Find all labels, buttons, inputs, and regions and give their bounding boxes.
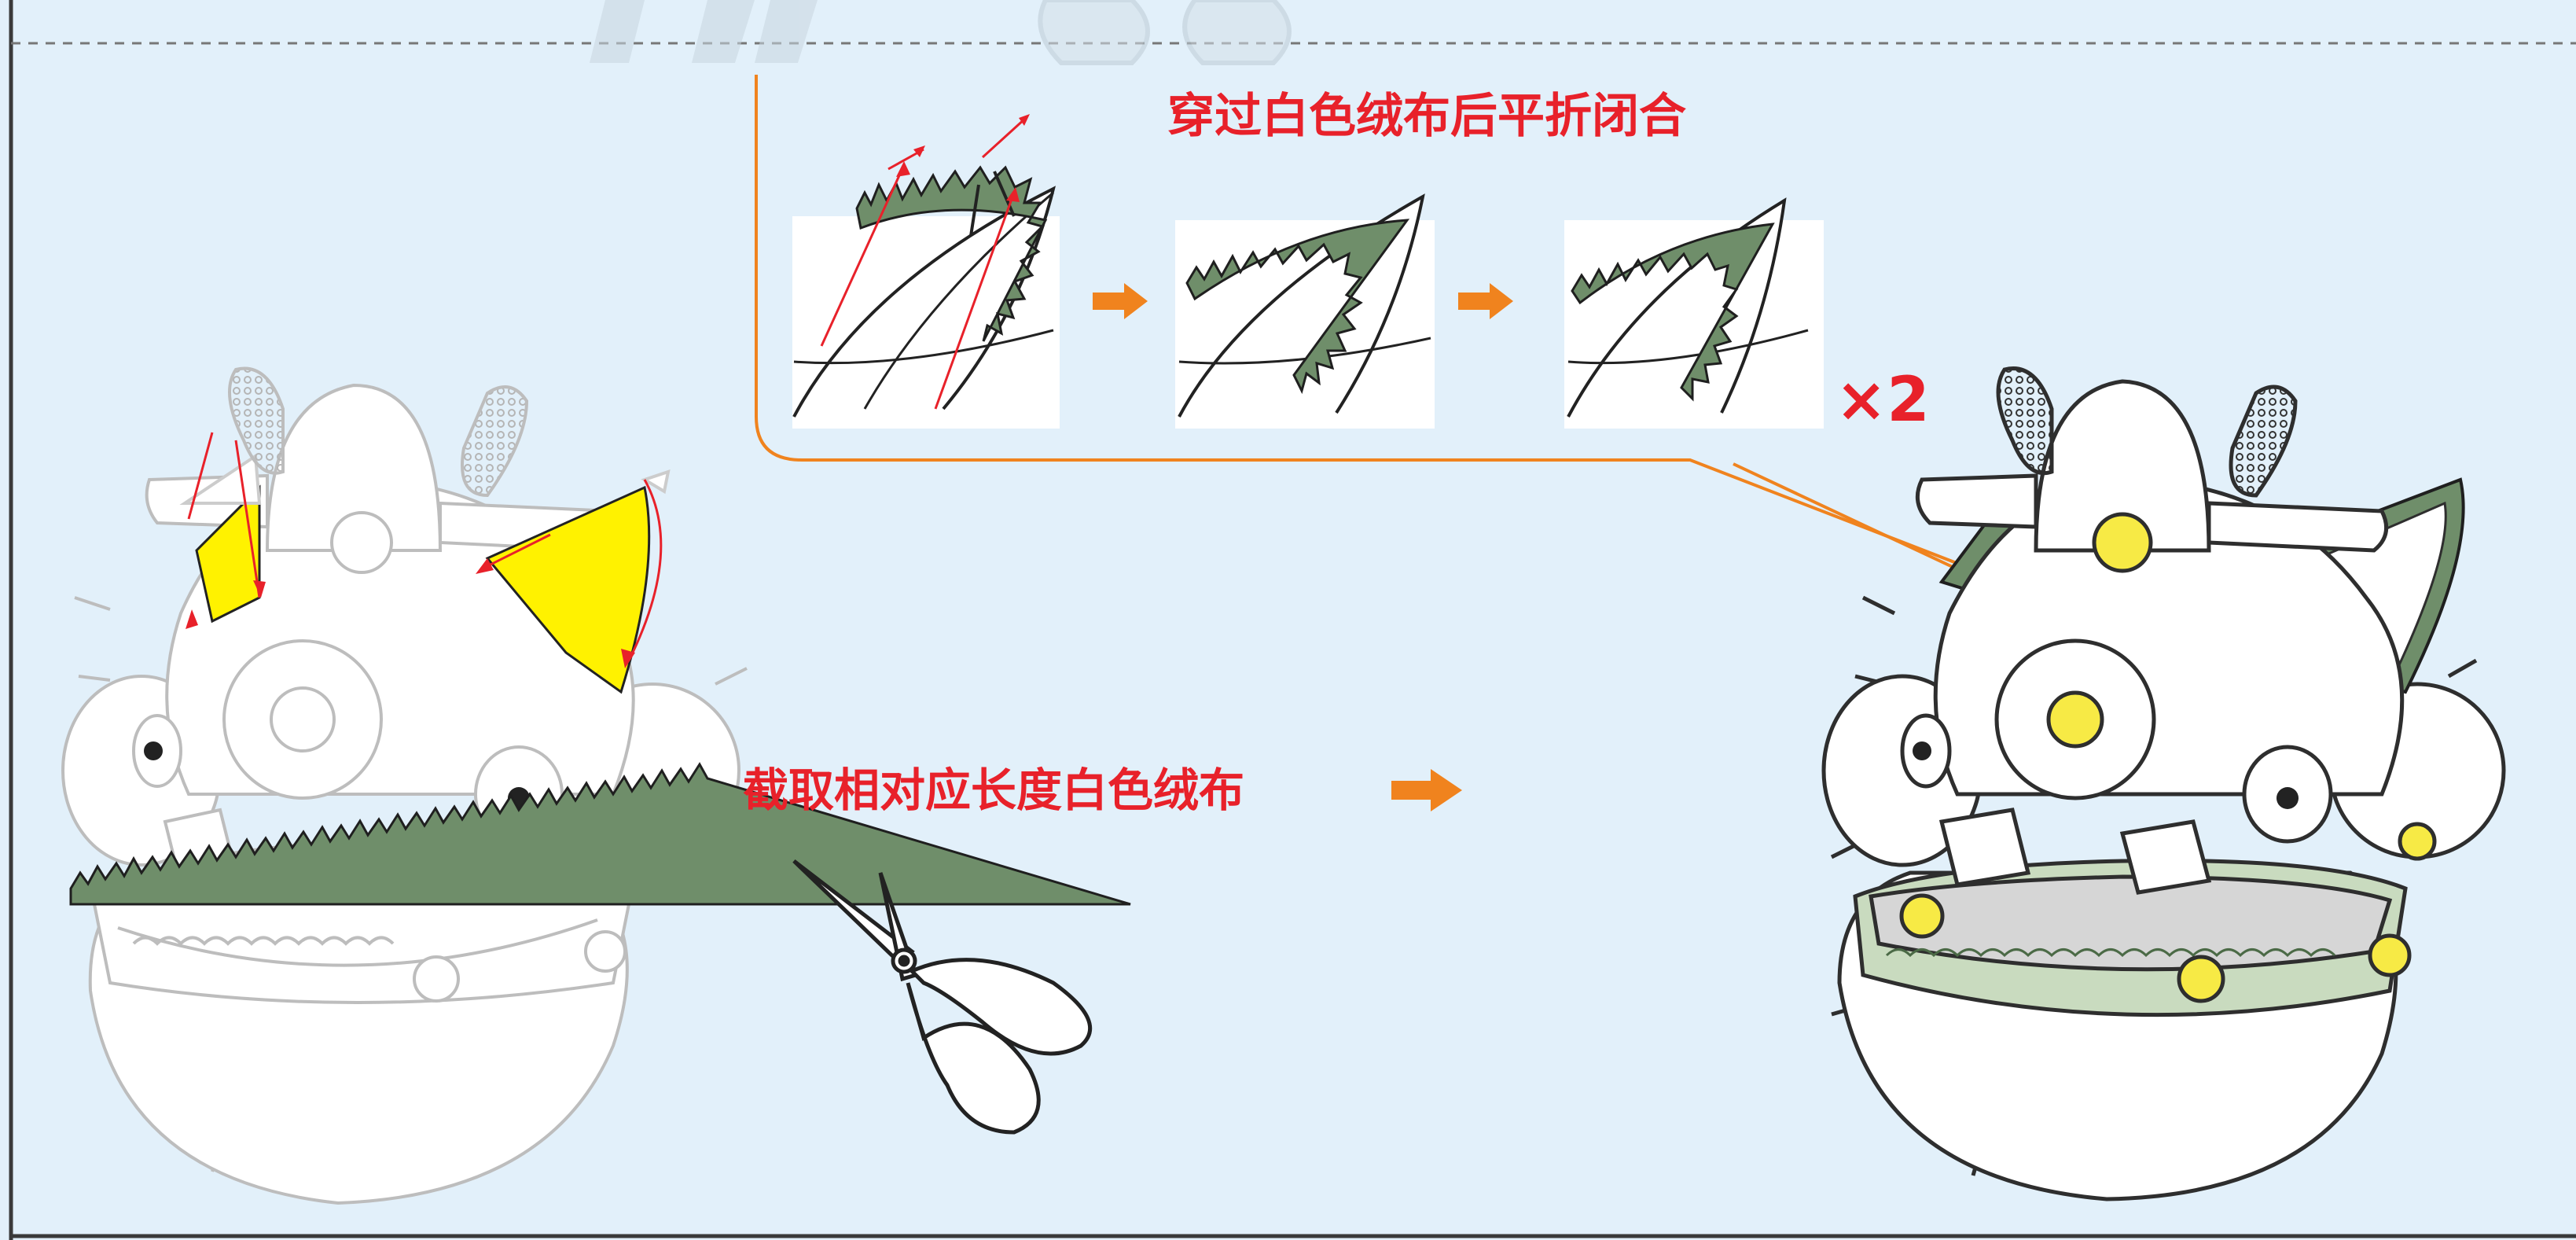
monster-after (1821, 366, 2506, 1201)
right-arrow-icon-2 (1458, 283, 1513, 319)
step-panel-1 (792, 114, 1060, 429)
monster-before (61, 366, 748, 1205)
right-arrow-icon-3 (1391, 769, 1462, 811)
step-panel-2 (1175, 193, 1435, 429)
fold-instruction-label: 穿过白色绒布后平折闭合 (1167, 89, 1686, 144)
multiplier-label: ×2 (1836, 365, 1930, 436)
fabric-strip-icon (855, 165, 1048, 342)
step-panel-3 (1564, 197, 1824, 429)
cut-instruction-label: 截取相对应长度白色绒布 (743, 764, 1244, 817)
fabric-strip (69, 762, 1131, 906)
scissors-icon (792, 859, 1093, 1135)
right-arrow-icon (1093, 283, 1148, 319)
watermark (590, 0, 1292, 65)
callout-line-2 (1733, 462, 1994, 587)
callout-line (755, 75, 1986, 576)
